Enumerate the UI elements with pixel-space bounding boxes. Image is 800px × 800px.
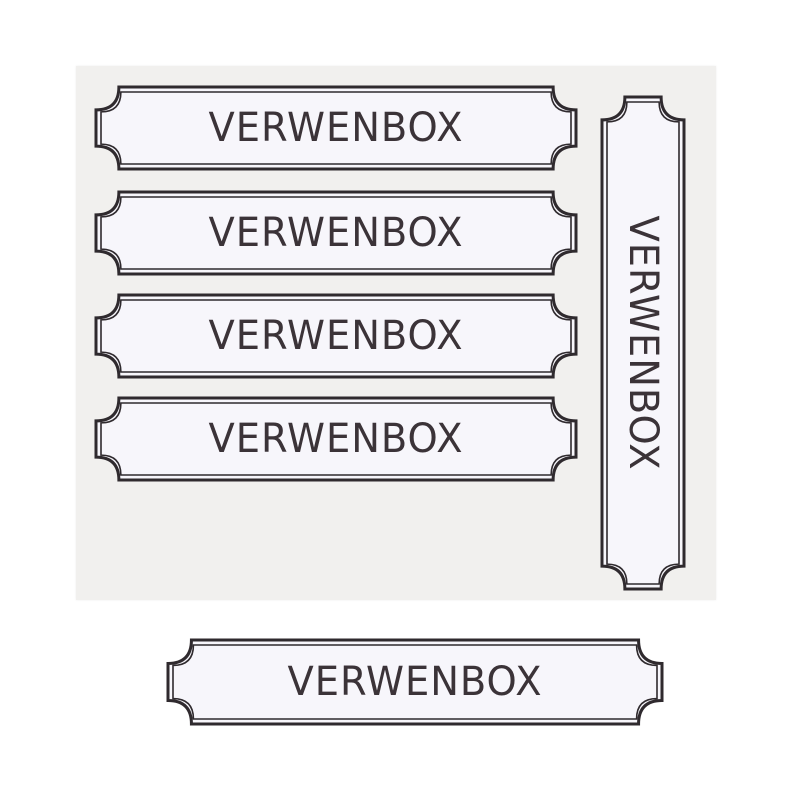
sticker-label-2: VERWENBOX (94, 190, 578, 276)
sticker-inner-border (100, 299, 572, 373)
sticker-outer-border (94, 85, 578, 171)
sticker-border (94, 293, 578, 379)
sticker-outer-border (94, 396, 578, 482)
loose-sticker-label: VERWENBOX (166, 638, 664, 726)
sticker-label-text: VERWENBOX (620, 215, 666, 471)
sticker-outer-border (166, 638, 664, 726)
sticker-label-text: VERWENBOX (287, 659, 543, 705)
sticker-inner-border (172, 644, 658, 720)
sticker-border (94, 190, 578, 276)
sticker-label-4: VERWENBOX (94, 396, 578, 482)
sticker-label-3: VERWENBOX (94, 293, 578, 379)
sticker-outer-border (94, 293, 578, 379)
sticker-border (94, 396, 578, 482)
sticker-border (94, 85, 578, 171)
sticker-label-text: VERWENBOX (208, 210, 464, 256)
sticker-inner-border (606, 101, 680, 585)
sticker-border (600, 95, 686, 591)
sticker-label-1: VERWENBOX (94, 85, 578, 171)
sticker-label-text: VERWENBOX (208, 313, 464, 359)
sticker-label-text: VERWENBOX (208, 105, 464, 151)
sticker-border (166, 638, 664, 726)
sticker-outer-border (600, 95, 686, 591)
sticker-label-text: VERWENBOX (208, 416, 464, 462)
sticker-outer-border (94, 190, 578, 276)
sticker-label-vertical: VERWENBOX (600, 95, 686, 591)
sticker-inner-border (100, 402, 572, 476)
sticker-inner-border (100, 91, 572, 165)
sticker-inner-border (100, 196, 572, 270)
